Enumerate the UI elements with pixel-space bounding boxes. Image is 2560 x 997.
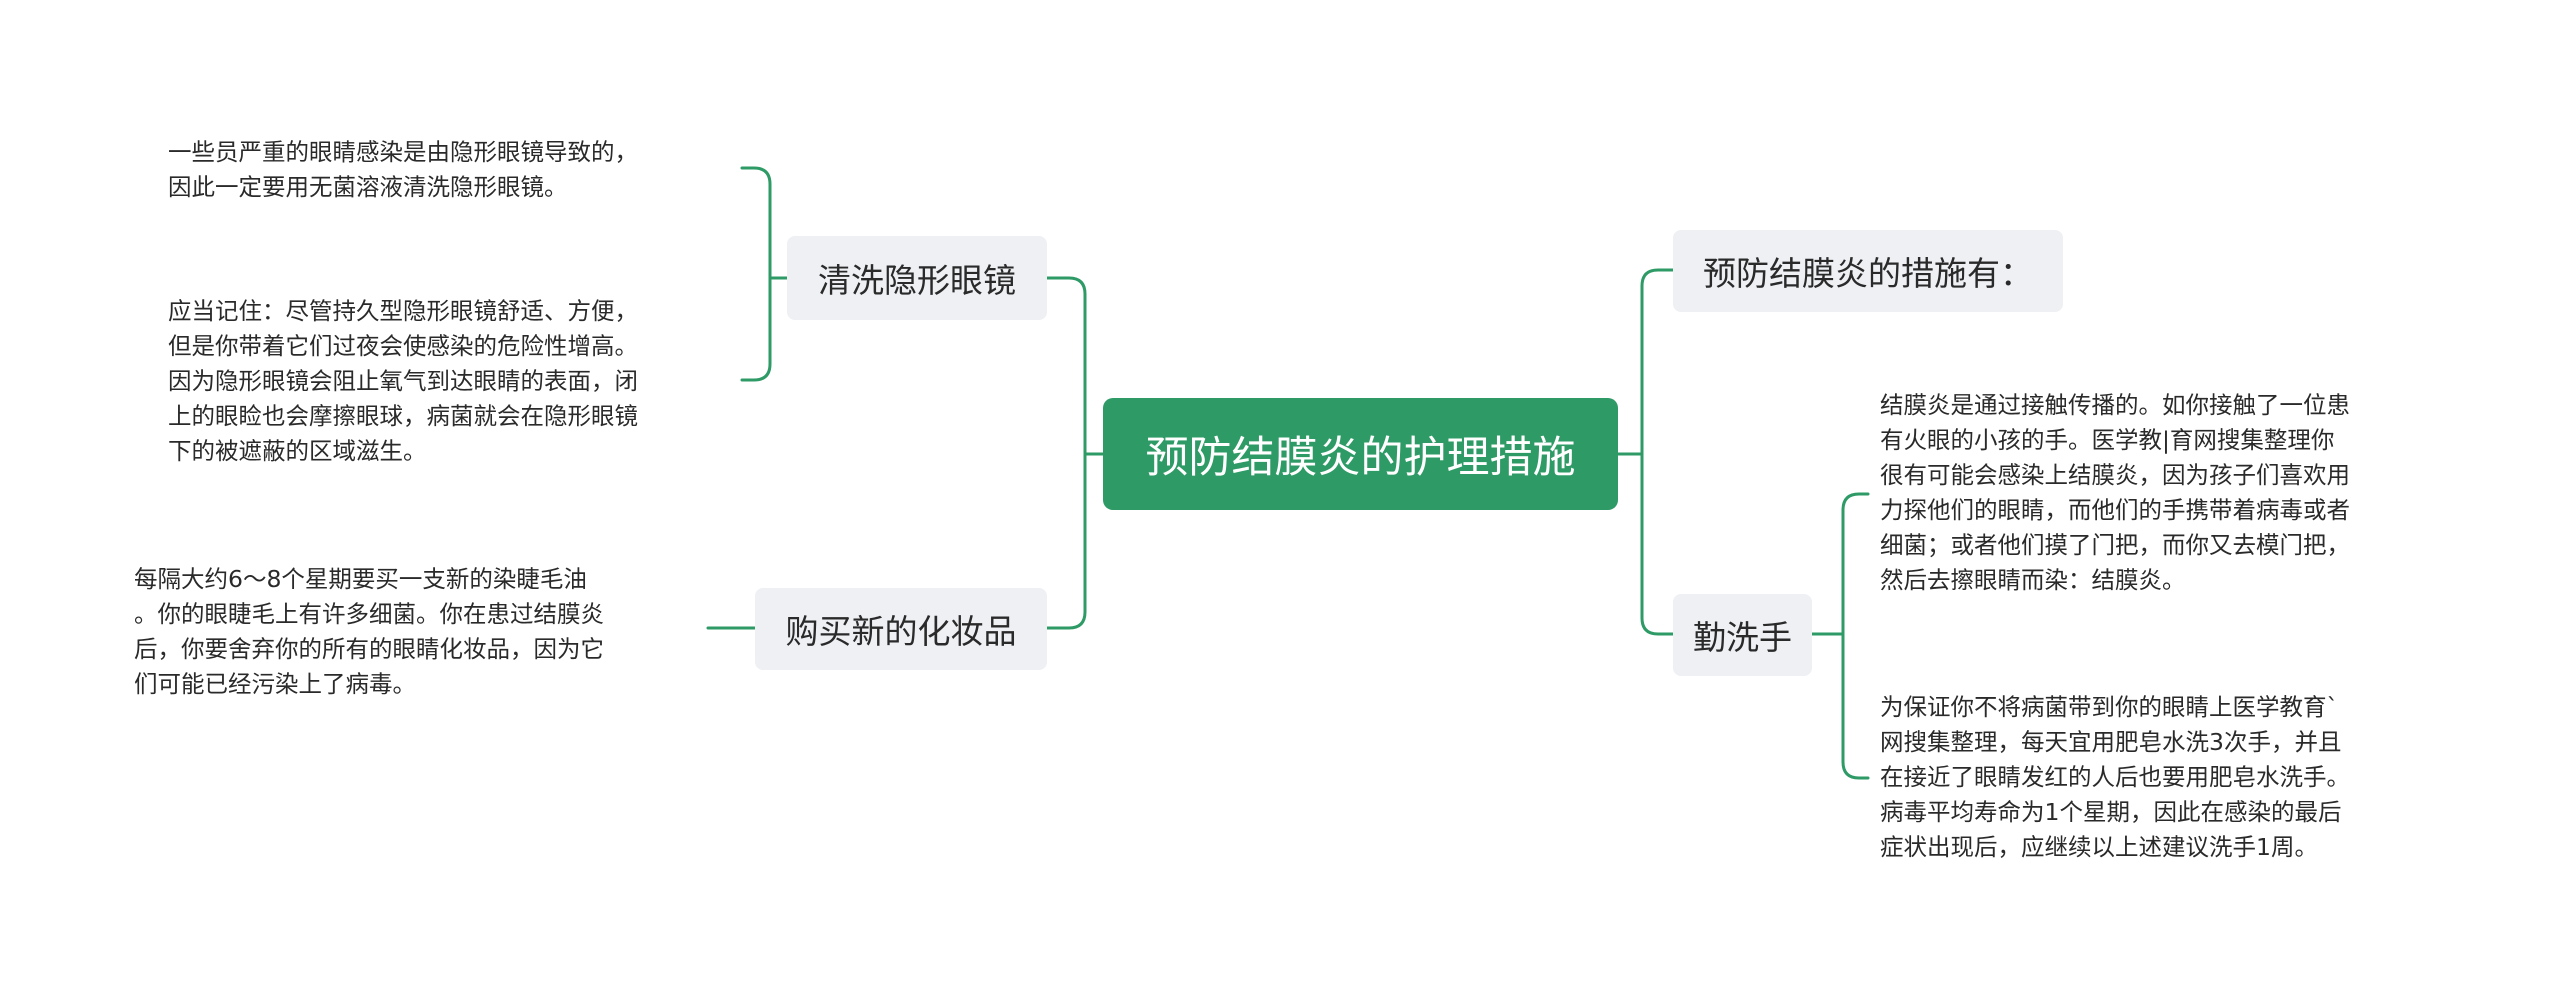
branch-hand-washing-label: 勤洗手: [1693, 618, 1792, 657]
leaf-line: 在接近了眼睛发红的人后也要用肥皂水洗手。: [1880, 763, 2350, 791]
root-label: 预防结膜炎的护理措施: [1145, 433, 1576, 483]
leaf-hand-washing-1: 结膜炎是通过接触传播的。如你接触了一位患 有火眼的小孩的手。医学教|育网搜集整理…: [1880, 388, 2350, 598]
leaf-line: 一些员严重的眼睛感染是由隐形眼镜导致的，: [168, 138, 638, 166]
connector-to-lens-leaf-2: [740, 276, 772, 382]
leaf-line: 应当记住：尽管持久型隐形眼镜舒适、方便，: [168, 297, 638, 325]
branch-cosmetics-label: 购买新的化妆品: [785, 612, 1017, 651]
root-node[interactable]: 预防结膜炎的护理措施: [1103, 398, 1618, 510]
leaf-line: 力探他们的眼睛，而他们的手携带着病毒或者: [1880, 496, 2350, 524]
branch-contact-lens[interactable]: 清洗隐形眼镜: [787, 236, 1047, 320]
branch-cosmetics[interactable]: 购买新的化妆品: [755, 588, 1047, 670]
leaf-line: 病毒平均寿命为1个星期，因此在感染的最后: [1880, 798, 2342, 826]
leaf-contact-lens-1: 一些员严重的眼睛感染是由隐形眼镜导致的， 因此一定要用无菌溶液清洗隐形眼镜。: [168, 135, 638, 205]
connector-to-hand-leaf-1: [1841, 492, 1870, 636]
leaf-line: 因为隐形眼镜会阻止氧气到达眼睛的表面，闭: [168, 367, 638, 395]
leaf-line: 结膜炎是通过接触传播的。如你接触了一位患: [1880, 391, 2350, 419]
leaf-line: 然后去擦眼睛而染：结膜炎。: [1880, 566, 2186, 594]
connector-to-cosmetics: [1045, 452, 1087, 630]
connector-to-lens-leaf-1: [740, 166, 772, 280]
connector-to-hand-leaf-2: [1841, 632, 1870, 780]
connector-to-hand-washing: [1640, 452, 1675, 636]
branch-measures[interactable]: 预防结膜炎的措施有：: [1673, 230, 2063, 312]
leaf-line: 因此一定要用无菌溶液清洗隐形眼镜。: [168, 173, 568, 201]
leaf-line: 每隔大约6～8个星期要买一支新的染睫毛油: [134, 565, 587, 593]
leaf-contact-lens-2: 应当记住：尽管持久型隐形眼镜舒适、方便， 但是你带着它们过夜会使感染的危险性增高…: [168, 294, 638, 469]
connector-to-contact-lens: [1045, 276, 1087, 456]
branch-hand-washing[interactable]: 勤洗手: [1673, 594, 1812, 676]
leaf-line: 们可能已经污染上了病毒。: [134, 670, 416, 698]
leaf-line: 很有可能会感染上结膜炎，因为孩子们喜欢用: [1880, 461, 2350, 489]
leaf-line: 网搜集整理，每天宜用肥皂水洗3次手，并且: [1880, 728, 2342, 756]
leaf-line: 。你的眼睫毛上有许多细菌。你在患过结膜炎: [134, 600, 604, 628]
leaf-line: 症状出现后，应继续以上述建议洗手1周。: [1880, 833, 2318, 861]
leaf-line: 为保证你不将病菌带到你的眼睛上医学教育`: [1880, 693, 2339, 721]
leaf-hand-washing-2: 为保证你不将病菌带到你的眼睛上医学教育` 网搜集整理，每天宜用肥皂水洗3次手，并…: [1880, 690, 2350, 865]
leaf-line: 但是你带着它们过夜会使感染的危险性增高。: [168, 332, 638, 360]
leaf-line: 细菌；或者他们摸了门把，而你又去模门把，: [1880, 531, 2350, 559]
leaf-line: 后，你要舍弃你的所有的眼睛化妆品，因为它: [134, 635, 604, 663]
connector-to-measures: [1640, 268, 1675, 456]
leaf-line: 上的眼睑也会摩擦眼球，病菌就会在隐形眼镜: [168, 402, 638, 430]
leaf-cosmetics-1: 每隔大约6～8个星期要买一支新的染睫毛油 。你的眼睫毛上有许多细菌。你在患过结膜…: [134, 562, 604, 702]
leaf-line: 有火眼的小孩的手。医学教|育网搜集整理你: [1880, 426, 2335, 454]
branch-measures-label: 预防结膜炎的措施有：: [1703, 254, 2033, 293]
branch-contact-lens-label: 清洗隐形眼镜: [818, 261, 1016, 300]
leaf-line: 下的被遮蔽的区域滋生。: [168, 437, 427, 465]
